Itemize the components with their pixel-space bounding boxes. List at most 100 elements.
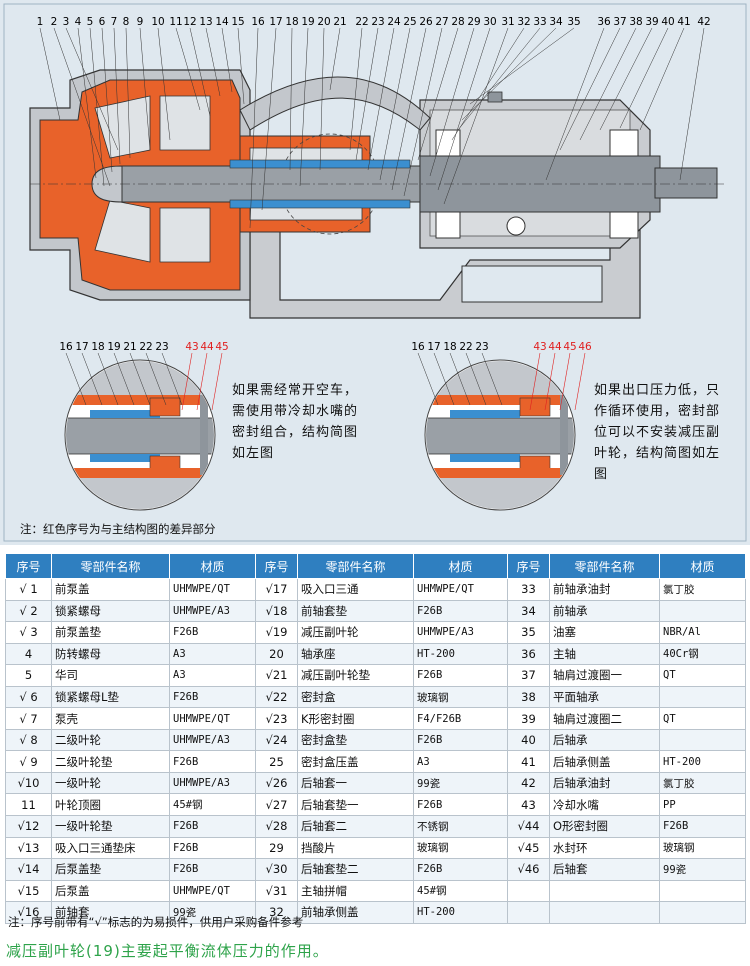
- part-name: 一级叶轮垫: [51, 815, 170, 838]
- leader-line: [249, 27, 259, 229]
- part-label: 41: [677, 16, 690, 28]
- detail-label: 16: [411, 341, 425, 353]
- part-number: 37: [507, 664, 550, 687]
- part-material: 玻璃钢: [659, 836, 746, 860]
- part-material: F26B: [169, 836, 256, 860]
- part-name: 减压副叶轮垫: [297, 664, 414, 687]
- part-material: 玻璃钢: [413, 685, 508, 709]
- part-material: F4/F26B: [413, 707, 508, 730]
- part-label: 31: [501, 16, 514, 28]
- column-header: 材质: [659, 553, 746, 579]
- part-label: 33: [533, 16, 546, 28]
- part-name: 后泵盖垫: [51, 858, 170, 881]
- leader-line-red: [529, 352, 541, 411]
- detail-label: 16: [59, 341, 73, 353]
- part-name: 轴承座: [297, 642, 414, 666]
- leader-line: [97, 352, 119, 406]
- leader-line: [417, 352, 439, 406]
- part-label: 19: [301, 16, 314, 28]
- part-material: F26B: [413, 599, 508, 623]
- part-label: 13: [199, 16, 212, 28]
- part-name: 密封盒压盖: [297, 750, 414, 773]
- part-number: 11: [5, 793, 52, 817]
- leader-line: [545, 27, 605, 181]
- part-number: 38: [507, 685, 550, 709]
- part-number: √15: [5, 879, 52, 903]
- part-label: 21: [333, 16, 346, 28]
- part-number: 5: [5, 664, 52, 687]
- part-number: √45: [507, 836, 550, 860]
- part-material: QT: [659, 664, 746, 687]
- detail-label: 23: [155, 341, 168, 353]
- column-header: 零部件名称: [297, 553, 414, 579]
- part-material: 40Cr钢: [659, 642, 746, 666]
- part-number: √23: [255, 707, 298, 730]
- detail-label: 22: [139, 341, 152, 353]
- part-name: 主轴: [549, 642, 660, 666]
- part-name: 前轴承侧盖: [297, 901, 414, 924]
- part-label: 26: [419, 16, 433, 28]
- column-header: 零部件名称: [549, 553, 660, 579]
- part-material: [659, 879, 746, 903]
- part-label: 10: [151, 16, 164, 28]
- leader-line: [139, 27, 151, 151]
- column-header: 序号: [5, 553, 52, 579]
- bottom-note: 减压副叶轮(19)主要起平衡流体压力的作用。: [6, 942, 329, 960]
- part-label: 23: [371, 16, 384, 28]
- part-name: K形密封圈: [297, 707, 414, 730]
- part-number: √ 3: [5, 621, 52, 644]
- part-name: 密封盒垫: [297, 728, 414, 752]
- part-label: 35: [567, 16, 580, 28]
- part-label: 25: [403, 16, 416, 28]
- part-number: √ 8: [5, 728, 52, 752]
- part-material: [659, 901, 746, 924]
- part-material: A3: [169, 664, 256, 687]
- part-material: A3: [169, 642, 256, 666]
- part-number: 25: [255, 750, 298, 773]
- part-name: 后轴套垫一: [297, 793, 414, 817]
- part-number: 35: [507, 621, 550, 644]
- part-material: F26B: [413, 793, 508, 817]
- part-material: HT-200: [659, 750, 746, 773]
- leader-line: [355, 27, 379, 161]
- part-number: √30: [255, 858, 298, 881]
- part-label: 29: [467, 16, 480, 28]
- part-name: 锁紧螺母L垫: [51, 685, 170, 709]
- part-number: 41: [507, 750, 550, 773]
- leader-line-red: [181, 352, 193, 411]
- leader-line: [175, 27, 201, 111]
- column-header: 材质: [169, 553, 256, 579]
- part-material: UHMWPE/QT: [169, 707, 256, 730]
- leader-line: [65, 352, 87, 406]
- part-label: 16: [251, 16, 265, 28]
- part-number: 36: [507, 642, 550, 666]
- part-label: 9: [137, 16, 144, 28]
- part-name: 锁紧螺母: [51, 599, 170, 623]
- part-number: √17: [255, 578, 298, 601]
- part-label: 12: [183, 16, 196, 28]
- leader-line: [39, 27, 61, 121]
- part-label: 8: [123, 16, 130, 28]
- part-material: HT-200: [413, 901, 508, 924]
- part-material: UHMWPE/A3: [169, 771, 256, 795]
- part-material: 氯丁胶: [659, 771, 746, 795]
- detail-label: 21: [123, 341, 136, 353]
- part-material: F26B: [169, 621, 256, 644]
- detail-label-red: 43: [533, 341, 546, 353]
- part-label: 18: [285, 16, 298, 28]
- part-label: 2: [51, 16, 58, 28]
- part-material: F26B: [169, 858, 256, 881]
- part-label: 34: [549, 16, 563, 28]
- part-name: 冷却水嘴: [549, 793, 660, 817]
- part-material: 99瓷: [413, 771, 508, 795]
- leader-line: [157, 27, 171, 141]
- part-material: F26B: [413, 728, 508, 752]
- part-label: 5: [87, 16, 94, 28]
- part-number: √12: [5, 815, 52, 838]
- part-name: O形密封圈: [549, 815, 660, 838]
